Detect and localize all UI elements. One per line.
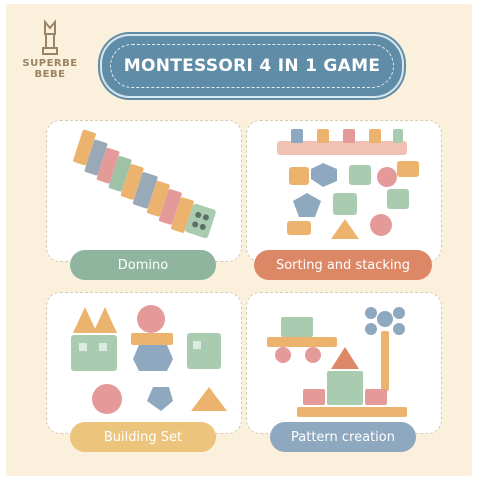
- page-title: MONTESSORI 4 IN 1 GAME: [123, 56, 381, 76]
- card-building-set: [46, 292, 242, 434]
- domino-illustration: [73, 129, 216, 239]
- card-pattern-creation: [246, 292, 442, 434]
- crown-icon: [42, 19, 58, 55]
- sorting-illustration: [277, 129, 419, 239]
- card-domino: [46, 120, 242, 262]
- title-banner: MONTESSORI 4 IN 1 GAME: [100, 34, 404, 98]
- brand-logo: SUPERBE BEBE: [20, 18, 80, 98]
- pattern-illustration: [267, 307, 407, 417]
- brand-name-line1: SUPERBE: [22, 58, 78, 69]
- label-domino: Domino: [70, 250, 216, 280]
- label-pattern-creation: Pattern creation: [270, 422, 416, 452]
- building-illustration: [71, 305, 227, 414]
- label-sorting-and-stacking: Sorting and stacking: [254, 250, 432, 280]
- label-building-set: Building Set: [70, 422, 216, 452]
- brand-name-line2: BEBE: [34, 69, 66, 80]
- card-sorting: [246, 120, 442, 262]
